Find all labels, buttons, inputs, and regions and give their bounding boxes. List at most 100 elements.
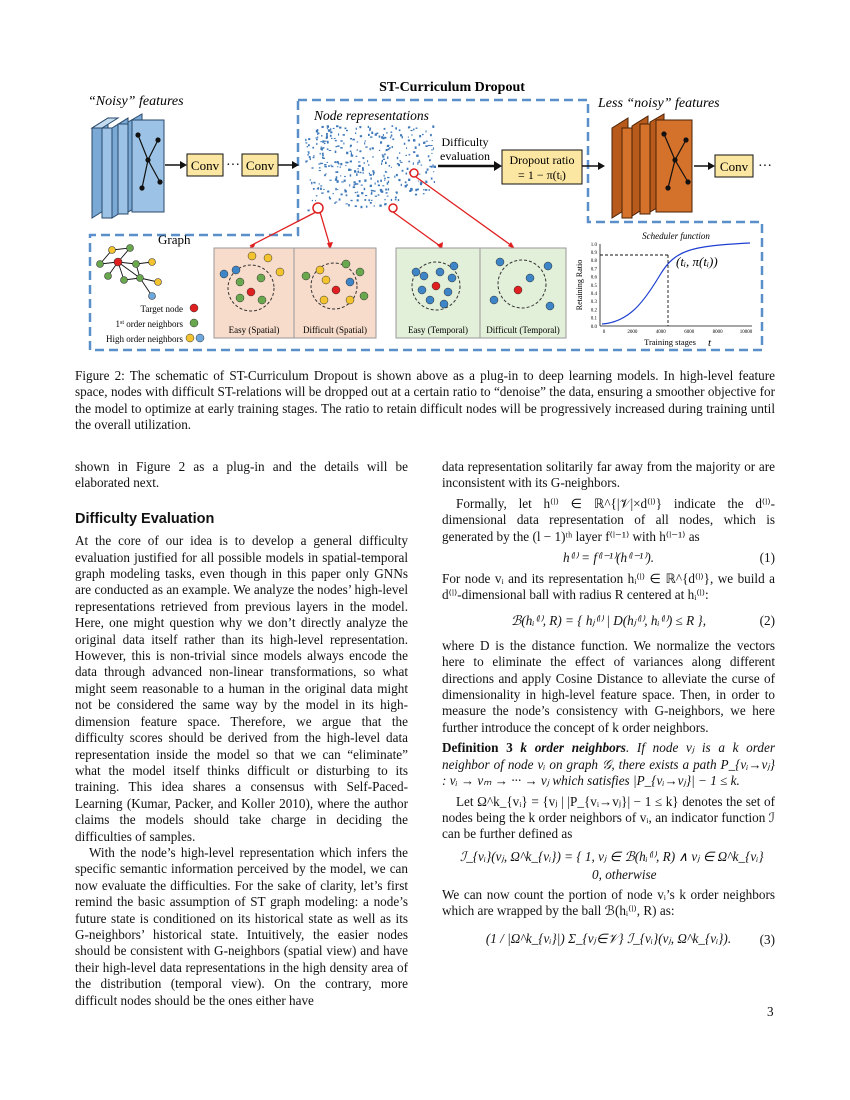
scatter-point [335,171,337,173]
scatter-point [324,165,327,168]
scatter-point [320,162,324,165]
scatter-point [385,137,387,139]
scatter-point [326,161,328,163]
scatter-point [349,184,351,187]
scatter-point [414,193,418,196]
scatter-point [413,128,415,131]
scatter-point [418,159,420,162]
scatter-point [326,128,328,130]
scatter-point [383,127,386,130]
scatter-point [356,191,359,193]
noisy-features-label: “Noisy” features [88,94,184,109]
scatter-point [424,141,426,143]
scatter-point [323,188,325,190]
scatter-point [384,203,387,206]
scatter-point [356,173,358,176]
equation-2: ℬ(hᵢ⁽ˡ⁾, R) = { hⱼ⁽ˡ⁾ | D(hⱼ⁽ˡ⁾, hᵢ⁽ˡ⁾) … [511,612,775,628]
svg-text:evaluation: evaluation [440,149,490,163]
scatter-point [405,172,408,175]
y-tick-label: 0.3 [591,300,598,305]
scatter-point [317,136,319,139]
scatter-point [346,129,348,132]
scatter-point [315,199,317,202]
svg-text:Easy (Temporal): Easy (Temporal) [408,325,468,335]
equation-1: h⁽ˡ⁾ = f⁽ˡ⁻¹⁾(h⁽ˡ⁻¹⁾).(1) [562,549,775,565]
scatter-point [365,146,368,148]
scatter-point [374,195,378,197]
scatter-point [322,147,325,149]
scatter-point [346,151,349,155]
scatter-point [422,193,425,195]
scatter-point [318,163,321,165]
scatter-point [358,164,361,167]
scatter-point [410,187,413,191]
scatter-point [308,138,311,141]
scatter-point [419,161,421,163]
scatter-point [322,157,325,159]
scatter-point [340,193,343,196]
scatter-point [345,194,348,197]
scatter-point [410,129,413,132]
scatter-point [370,136,373,138]
scatter-point [387,180,390,183]
scatter-point [334,150,337,153]
scatter-point [387,188,390,191]
scatter-point [309,158,311,161]
scatter-point [391,146,393,149]
scatter-point [318,170,321,172]
svg-text:Dropout ratio: Dropout ratio [510,153,575,167]
scatter-point [353,181,356,184]
scatter-point [379,149,381,151]
scatter-point [354,191,357,194]
scatter-point [364,142,366,145]
scatter-point [377,180,379,183]
svg-text:Difficult (Temporal): Difficult (Temporal) [486,325,559,335]
scatter-point [328,196,331,199]
scatter-point [399,160,401,162]
svg-text:Conv: Conv [720,159,749,174]
scatter-point [344,127,347,130]
scatter-point [348,168,351,171]
scatter-point [432,164,434,167]
figure-schematic: ST-Curriculum Dropout “Noisy” features L… [88,80,772,352]
scatter-point [330,131,333,134]
scatter-point [409,190,412,192]
y-tick-label: 0.6 [591,276,598,281]
scheduler-curve [601,242,751,325]
scatter-point [345,161,348,164]
scatter-point [408,154,411,156]
scatter-point [336,125,339,128]
scheduler-point-label: (tᵢ, π(tᵢ)) [676,254,718,269]
scatter-point [371,131,373,133]
scatter-point [420,164,423,166]
scatter-point [352,186,356,189]
scatter-point [345,165,347,167]
scatter-point [333,138,336,139]
scatter-point [335,201,338,203]
scatter-point [367,125,369,128]
y-tick-label: 0.5 [591,284,598,289]
scatter-point [430,177,433,180]
scatter-point [368,164,370,166]
scatter-point [315,130,319,133]
scatter-point [306,145,308,148]
scatter-point [360,184,363,186]
scatter-point [371,199,373,201]
scatter-point [327,191,329,193]
scatter-point [356,199,359,202]
scatter-point [391,125,394,127]
scatter-point [433,171,435,173]
scatter-point [400,183,402,187]
scatter-point [369,202,372,204]
scatter-point [394,196,397,199]
scheduler-chart: Scheduler function 0.00.10.20.30.40.50.6… [575,231,753,349]
scheduler-ylabel: Retaining Ratio [575,260,584,310]
scatter-point [371,147,374,150]
scatter-point [433,165,436,168]
scatter-point [306,160,308,162]
x-tick-label: 0 [603,330,606,335]
scatter-point [343,179,346,182]
scatter-point [369,184,372,188]
scatter-point [336,171,339,173]
scatter-point [386,132,388,134]
